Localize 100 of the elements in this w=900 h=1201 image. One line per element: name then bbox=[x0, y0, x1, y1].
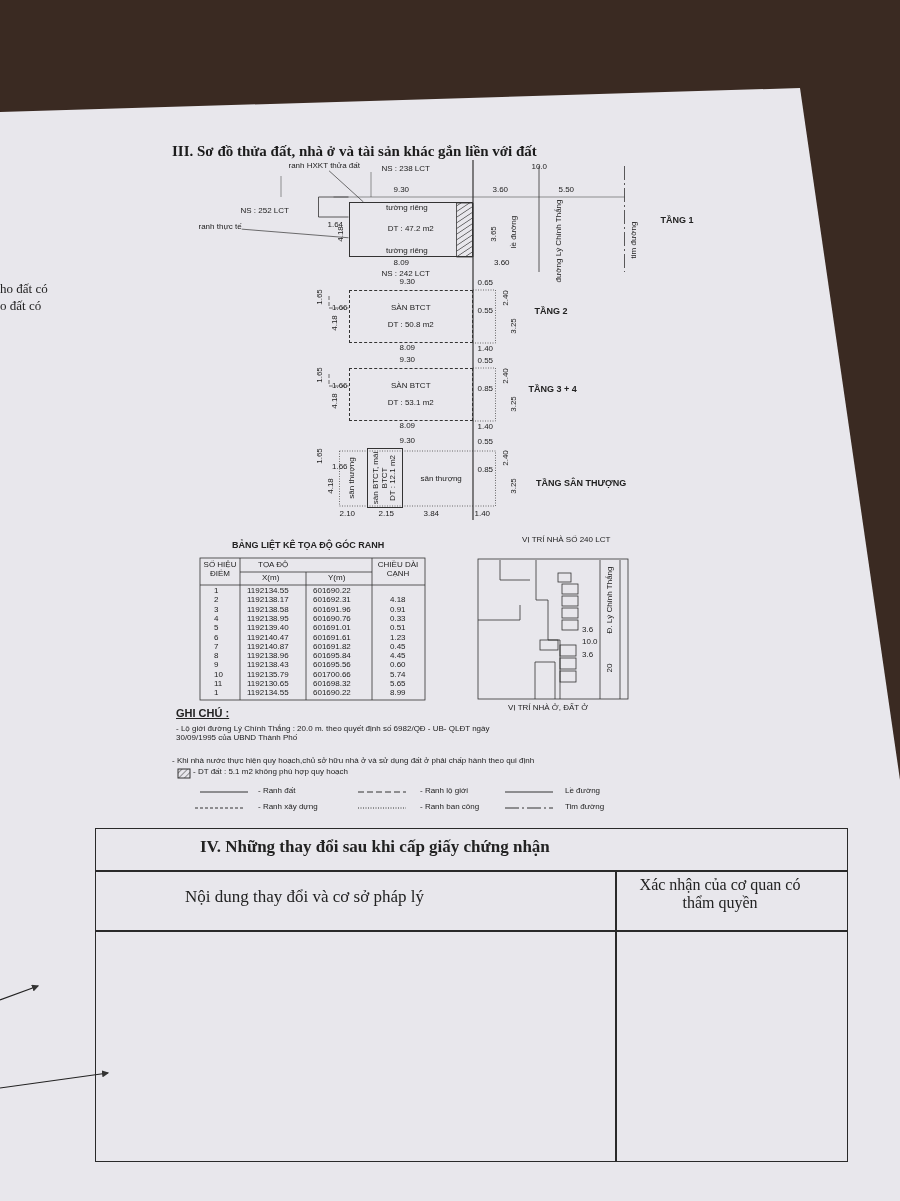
plan-label: 1.40 bbox=[477, 423, 494, 432]
plan-label: GHI CHÚ : bbox=[176, 707, 230, 720]
table-heading: IV. Những thay đổi sau khi cấp giấy chứng nhận bbox=[200, 838, 550, 857]
plan-label: 3.25 bbox=[509, 318, 518, 334]
table-cell-text: 3 bbox=[214, 605, 219, 615]
table-cell-text: 1192138.43 bbox=[247, 661, 289, 671]
plan-label: 1.40 bbox=[477, 345, 494, 354]
plan-label: 10.0 bbox=[531, 163, 548, 172]
floor-outline bbox=[348, 368, 473, 421]
table-cell-text: 1192130.65 bbox=[247, 680, 289, 689]
table-cell-text: 601691.82 bbox=[313, 642, 351, 652]
plan-label: - Khi nhà nước thực hiện quy hoạch,chủ sở hữu nhà ở và sử dụng đất ở phải chấp hành theo qui định bbox=[172, 757, 535, 766]
table-cell-text: 601698.32 bbox=[313, 680, 351, 689]
table-cell-text: 0.45 bbox=[390, 642, 406, 652]
table-cell-text: 601690.22 bbox=[313, 587, 351, 596]
plan-label: 1.66 bbox=[332, 304, 348, 313]
table-cell-text: 4 bbox=[214, 614, 219, 624]
table-cell-text: 1192135.79 bbox=[247, 670, 289, 680]
plan-label: NS : 238 LCT bbox=[381, 165, 430, 174]
plan-label: 9.30 bbox=[393, 186, 410, 195]
table-cell-text: 9 bbox=[214, 661, 219, 671]
plan-label: 4.18 bbox=[336, 226, 346, 242]
plan-label: 1.66 bbox=[332, 382, 348, 391]
table-cell-text: 1192138.96 bbox=[247, 652, 289, 661]
plan-label: 3.65 bbox=[489, 226, 499, 242]
plan-label: 0.85 bbox=[477, 385, 494, 394]
table-cell-text: 601700.66 bbox=[313, 670, 351, 680]
legend-label: - Ranh ban công bbox=[420, 802, 480, 811]
plan-label: tim đường bbox=[629, 221, 638, 259]
table-cell-text: 0.33 bbox=[390, 614, 406, 624]
table-cell-text: 601691.96 bbox=[313, 605, 351, 615]
plan-label: 2.40 bbox=[501, 368, 511, 384]
plan-label: TẦNG 2 bbox=[534, 307, 568, 317]
area-label: ranh thực tế bbox=[198, 223, 242, 232]
plan-label: 4.18 bbox=[326, 478, 335, 494]
area-label: ranh HXKT thửa đất bbox=[288, 162, 360, 171]
plan-label: 2.15 bbox=[378, 510, 395, 519]
table-cell-text: SỐ HIỆU ĐIỂM bbox=[202, 561, 238, 579]
legend-label: - DT đất : 5.1 m2 không phù hợp quy hoạch bbox=[193, 767, 348, 776]
table-cell-text: 601692.31 bbox=[313, 596, 351, 606]
table-cell-text: 1192138.95 bbox=[247, 614, 289, 624]
area-label: DT : 47.2 m2 bbox=[387, 225, 434, 234]
plan-label: 2.40 bbox=[501, 290, 511, 306]
table-cell-text: 1 bbox=[214, 689, 219, 699]
plan-label: Đ. Lý Chính Thắng bbox=[605, 566, 615, 634]
plan-label: đường Lý Chính Thắng bbox=[554, 199, 563, 283]
plan-label: 0.65 bbox=[477, 279, 494, 288]
table-heading: Xác nhận của cơ quan có thẩm quyền bbox=[638, 876, 802, 912]
legend-label: - Ranh đất bbox=[258, 786, 296, 795]
table-cell-text: 2 bbox=[214, 596, 219, 606]
plan-label: 3.6 bbox=[582, 651, 594, 660]
plan-label: TẦNG 3 + 4 bbox=[528, 385, 577, 395]
plan-label: 1.66 bbox=[332, 463, 348, 472]
plan-label: tường riêng bbox=[386, 247, 428, 256]
plan-label: 3.60 bbox=[492, 186, 509, 195]
area-label: DT : 53.1 m2 bbox=[387, 398, 434, 408]
plan-label: 3.6 bbox=[582, 626, 594, 635]
plan-label: 3.25 bbox=[509, 396, 518, 412]
table-cell-text: Y(m) bbox=[328, 574, 346, 583]
plan-label: 10.0 bbox=[582, 638, 598, 647]
legend-label: - Ranh xây dựng bbox=[258, 802, 318, 811]
plan-label: NS : 242 LCT bbox=[381, 270, 430, 279]
table-cell-text: 1192140.47 bbox=[247, 633, 289, 643]
table-cell-text: CHIỀU DÀI CẠNH bbox=[376, 561, 420, 579]
table-cell-text: 4.45 bbox=[390, 652, 406, 661]
plan-label: tường riêng bbox=[386, 204, 428, 213]
table-cell-text: 5.65 bbox=[390, 680, 406, 689]
legend-label: Tim đường bbox=[565, 802, 605, 811]
table-heading: Nội dung thay đổi và cơ sở pháp lý bbox=[185, 888, 424, 907]
area-label: DT : 50.8 m2 bbox=[387, 320, 434, 330]
floor-outline bbox=[348, 290, 473, 343]
plan-label: 2.10 bbox=[339, 510, 356, 519]
plan-label: 8.09 bbox=[399, 344, 416, 353]
plan-label: TẦNG SÂN THƯỢNG bbox=[536, 479, 627, 489]
leader-line bbox=[328, 170, 364, 203]
plan-label: 0.55 bbox=[477, 438, 494, 447]
table-cell-text: 1192138.17 bbox=[247, 596, 289, 606]
legend-label: - Ranh lộ giới bbox=[420, 786, 468, 795]
table-cell-text: 11 bbox=[214, 680, 223, 689]
table-cell-text: 601691.01 bbox=[313, 624, 351, 633]
plan-label: lề đường bbox=[509, 215, 518, 249]
plan-label: ho đất có bbox=[0, 282, 48, 297]
plan-label: 0.55 bbox=[477, 307, 494, 316]
plan-label: VỊ TRÍ NHÀ SỐ 240 LCT bbox=[522, 536, 611, 545]
table-cell-text: X(m) bbox=[262, 574, 280, 583]
table-cell-text: 4.18 bbox=[390, 596, 406, 606]
table-cell-text: 1 bbox=[214, 587, 219, 596]
floor-outline bbox=[348, 202, 473, 257]
plan-label: 3.84 bbox=[423, 510, 440, 519]
table-cell-text: 0.60 bbox=[390, 661, 406, 671]
plan-label: 5.50 bbox=[558, 186, 575, 195]
plan-label: 1.40 bbox=[474, 510, 491, 519]
leader-line bbox=[241, 228, 349, 239]
plan-label: 9.30 bbox=[399, 278, 416, 287]
table-cell-text: 1192134.55 bbox=[247, 587, 289, 596]
table-cell-text: 601695.56 bbox=[313, 661, 351, 671]
plan-label: sân thượng bbox=[347, 457, 356, 499]
plan-label: 9.30 bbox=[399, 437, 416, 446]
plan-label: 0.85 bbox=[477, 466, 494, 475]
table-cell-text: 5 bbox=[214, 624, 219, 633]
